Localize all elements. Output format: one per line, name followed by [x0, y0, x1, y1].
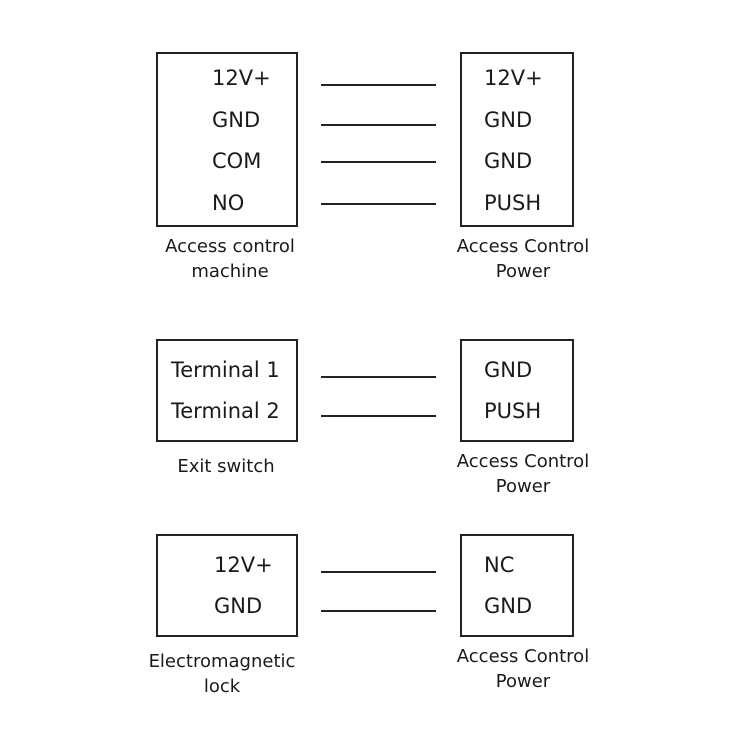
caption-line: Exit switch: [177, 456, 275, 477]
device-caption: Electromagnetic lock: [122, 649, 322, 699]
device-caption: Exit switch: [126, 454, 326, 479]
access-control-power-box: [460, 534, 574, 637]
terminal-label: GND: [484, 108, 533, 132]
device-caption: Access control machine: [130, 234, 330, 284]
terminal-label: NC: [484, 553, 515, 577]
access-control-power-box: [460, 339, 574, 442]
terminal-label: Terminal 2: [171, 399, 280, 423]
terminal-label: PUSH: [484, 399, 542, 423]
caption-line: lock: [203, 676, 241, 697]
electromagnetic-lock-box: [156, 534, 298, 637]
device-caption: Access Control Power: [423, 449, 623, 499]
terminal-label: GND: [214, 594, 263, 618]
terminal-label: Terminal 1: [171, 358, 280, 382]
device-caption: Access Control Power: [423, 644, 623, 694]
caption-line: Access Control: [456, 236, 590, 257]
terminal-label: GND: [484, 149, 533, 173]
terminal-label: COM: [212, 149, 262, 173]
connection-wire: [321, 124, 436, 126]
terminal-label: PUSH: [484, 191, 542, 215]
caption-line: Power: [495, 671, 551, 692]
exit-switch-box: [156, 339, 298, 442]
connection-wire: [321, 84, 436, 86]
access-control-machine-box: [156, 52, 298, 227]
caption-line: Power: [495, 261, 551, 282]
terminal-label: GND: [484, 358, 533, 382]
caption-line: Access control: [165, 236, 295, 257]
terminal-label: NO: [212, 191, 245, 215]
caption-line: Power: [495, 476, 551, 497]
connection-wire: [321, 610, 436, 612]
connection-wire: [321, 415, 436, 417]
terminal-label: GND: [484, 594, 533, 618]
terminal-label: 12V+: [214, 553, 273, 577]
caption-line: Access Control: [456, 646, 590, 667]
connection-wire: [321, 161, 436, 163]
connection-wire: [321, 376, 436, 378]
caption-line: Electromagnetic: [148, 651, 296, 672]
device-caption: Access Control Power: [423, 234, 623, 284]
connection-wire: [321, 203, 436, 205]
terminal-label: 12V+: [484, 66, 543, 90]
caption-line: machine: [191, 261, 269, 282]
terminal-label: 12V+: [212, 66, 271, 90]
terminal-label: GND: [212, 108, 261, 132]
access-control-power-box: [460, 52, 574, 227]
caption-line: Access Control: [456, 451, 590, 472]
connection-wire: [321, 571, 436, 573]
